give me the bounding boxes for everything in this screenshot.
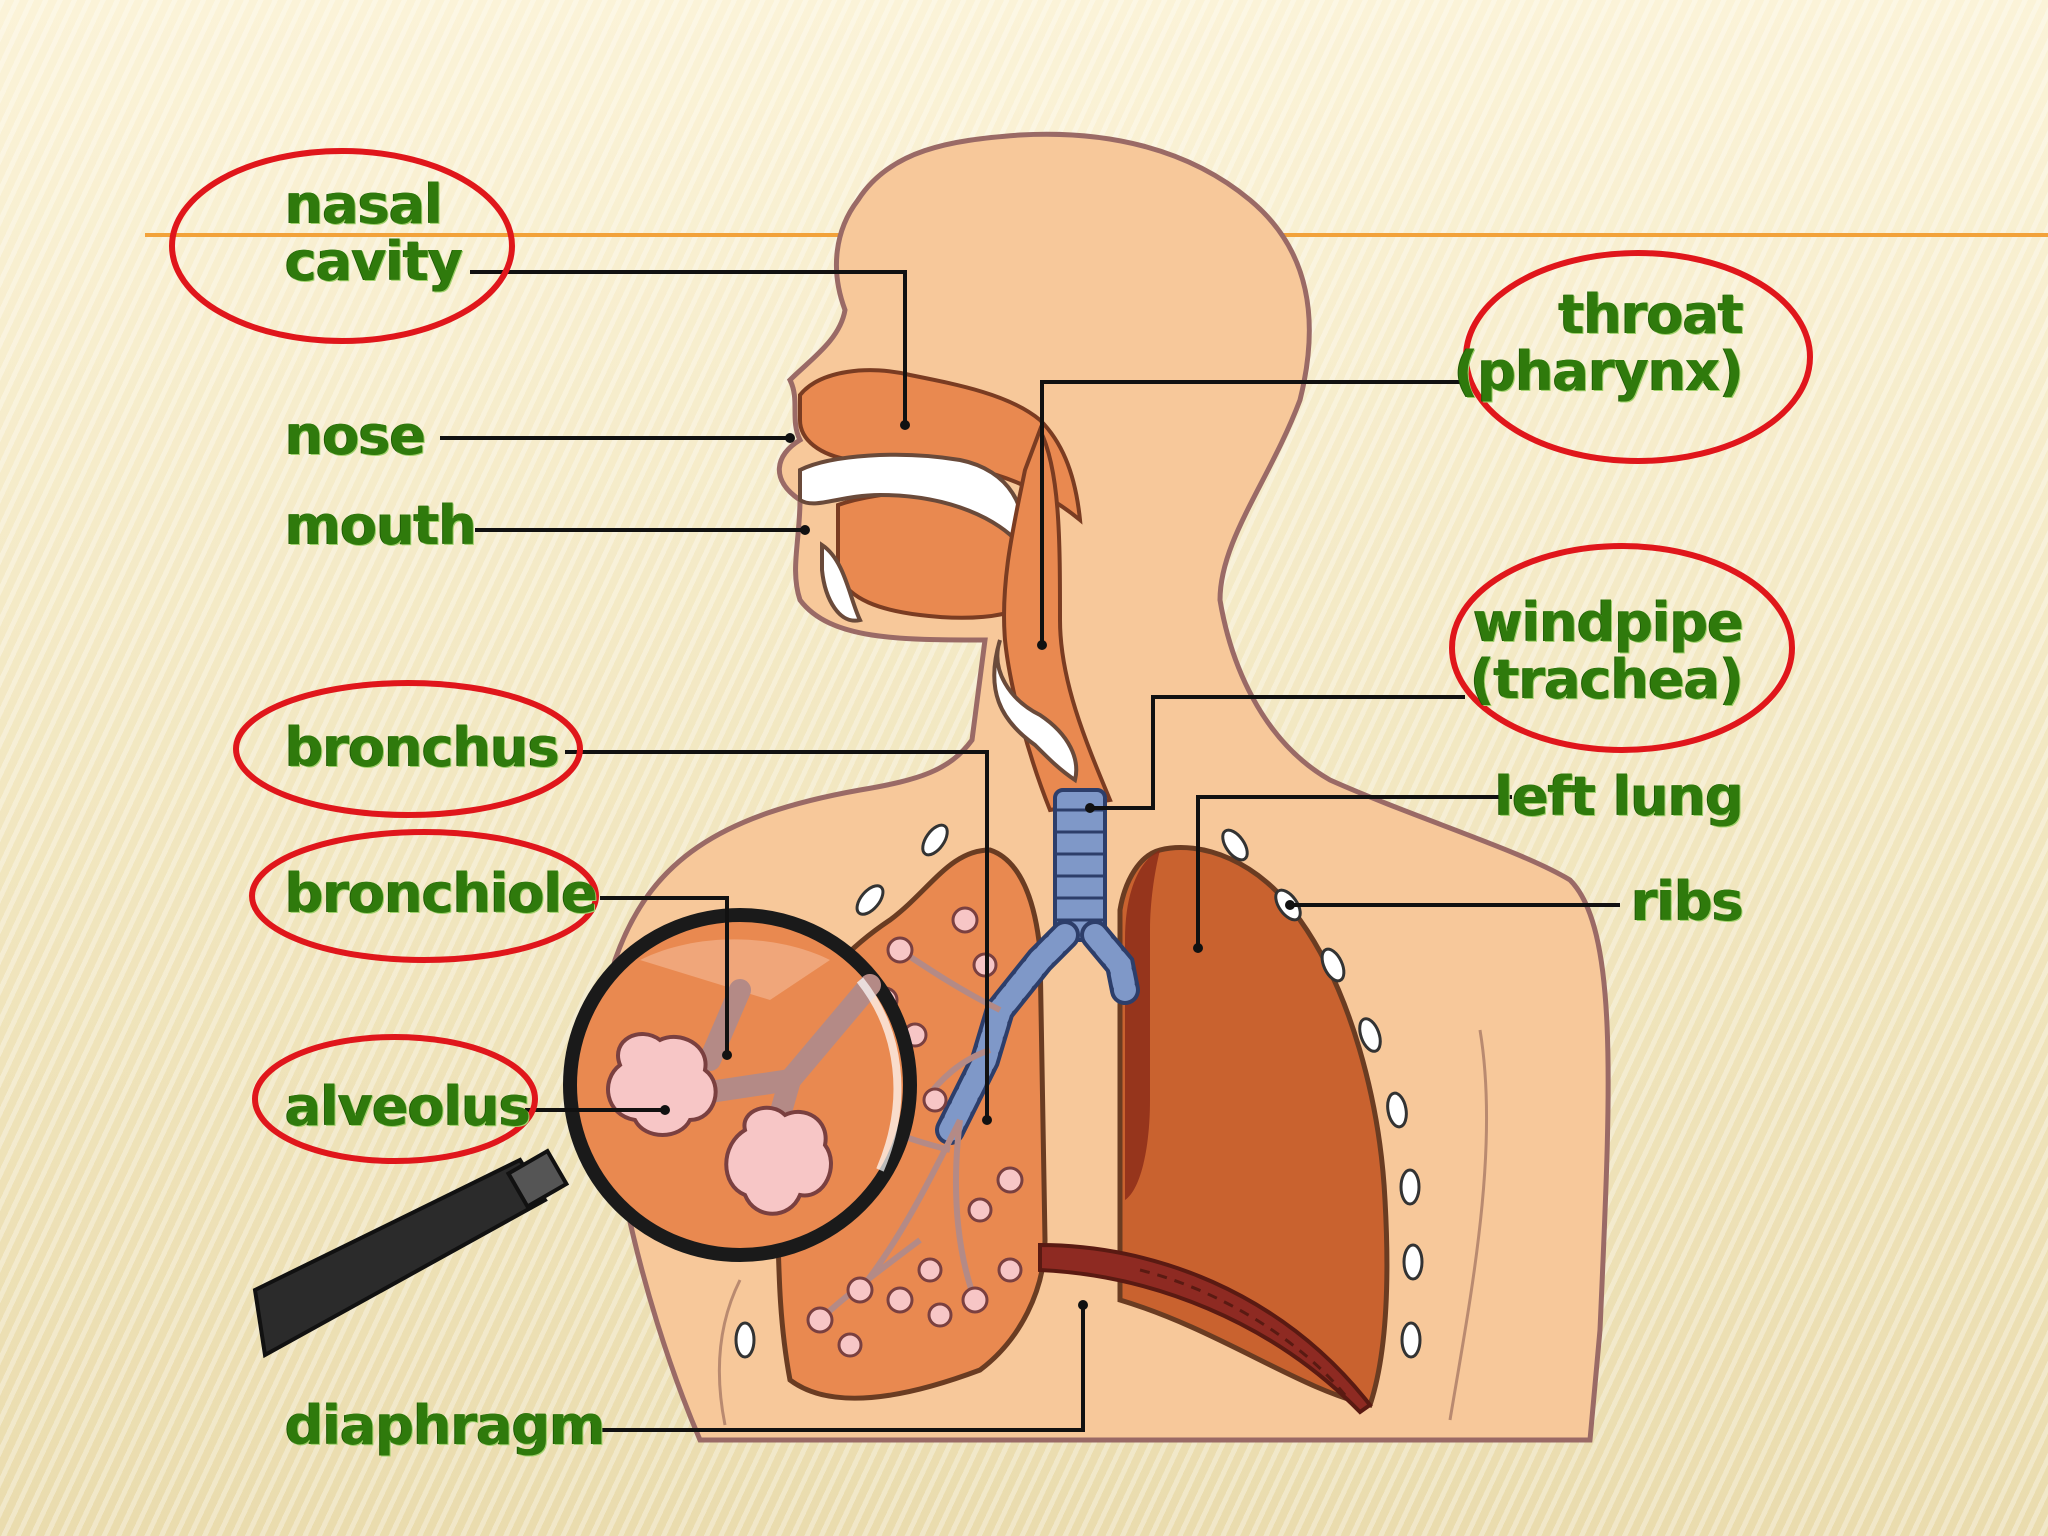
- label-diaphragm: diaphragm: [285, 1394, 606, 1457]
- label-windpipe: windpipe (trachea): [1470, 591, 1744, 711]
- label-mouth: mouth: [285, 494, 477, 557]
- ring-nasal-cavity: [169, 148, 515, 344]
- label-nose: nose: [285, 404, 426, 467]
- ring-bronchus: [233, 680, 583, 818]
- label-throat: throat (pharynx): [1453, 283, 1744, 403]
- trachea-shape: [935, 788, 1140, 1145]
- label-bronchiole: bronchiole: [285, 862, 598, 925]
- alveolus-sac-2: [724, 1105, 833, 1216]
- ring-throat: [1463, 250, 1813, 464]
- ring-bronchiole: [249, 829, 599, 963]
- magnifying-glass-icon: [252, 908, 917, 1359]
- label-ribs: ribs: [1631, 870, 1744, 933]
- label-alveolus: alveolus: [285, 1075, 531, 1138]
- label-left-lung: left lung: [1494, 765, 1744, 828]
- ring-alveolus: [252, 1034, 538, 1164]
- label-bronchus: bronchus: [285, 716, 560, 779]
- diaphragm-shape: [1038, 1242, 1373, 1415]
- label-nasal-cavity: nasal cavity: [285, 173, 463, 293]
- leader-lines: [440, 270, 1620, 1432]
- ring-windpipe: [1449, 543, 1795, 753]
- highlight-rings: [169, 148, 1813, 1164]
